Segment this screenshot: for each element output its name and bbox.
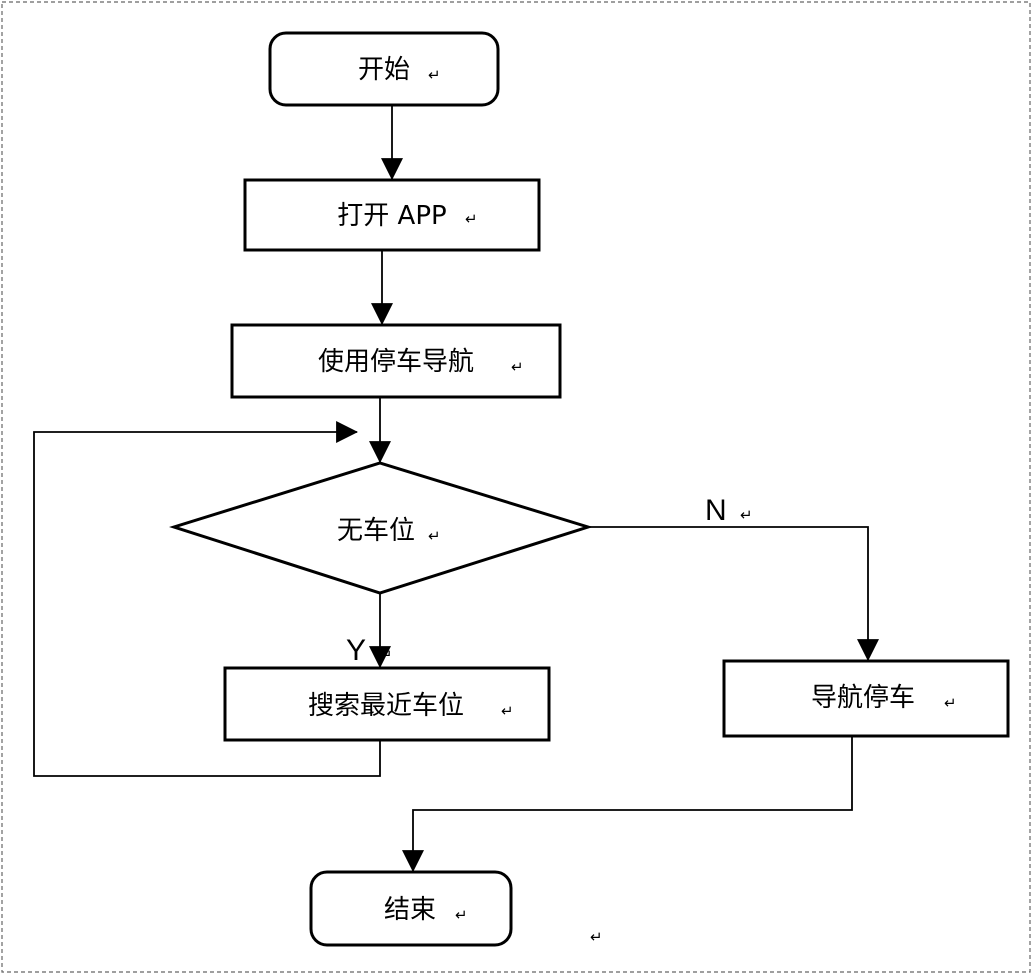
end-label: 结束: [384, 895, 436, 925]
start-label: 开始: [358, 55, 410, 85]
open-app-node: [243, 178, 541, 252]
use-navigation-node: [230, 323, 562, 399]
use-navigation-label: 使用停车导航: [318, 347, 474, 377]
edge-navigate-to-end: [402, 736, 853, 873]
return-mark: ↵: [428, 66, 441, 84]
return-mark: ↵: [590, 928, 603, 946]
return-mark: ↵: [428, 527, 441, 545]
no-label: N: [705, 494, 727, 527]
navigate-park-label: 导航停车: [811, 683, 915, 713]
return-mark: ↵: [740, 506, 753, 524]
decision-label: 无车位: [337, 516, 415, 546]
return-mark: ↵: [501, 702, 514, 720]
return-mark: ↵: [944, 694, 957, 712]
return-mark: ↵: [380, 646, 393, 664]
edge-decision-no: [588, 526, 879, 662]
yes-label: Y: [346, 634, 366, 667]
return-mark: ↵: [455, 906, 468, 924]
search-nearest-label: 搜索最近车位: [308, 691, 464, 721]
return-mark: ↵: [511, 358, 524, 376]
open-app-label: 打开 APP: [337, 201, 446, 231]
return-mark: ↵: [465, 210, 478, 228]
start-node: [268, 31, 500, 107]
edge-loop-back: [33, 421, 381, 777]
